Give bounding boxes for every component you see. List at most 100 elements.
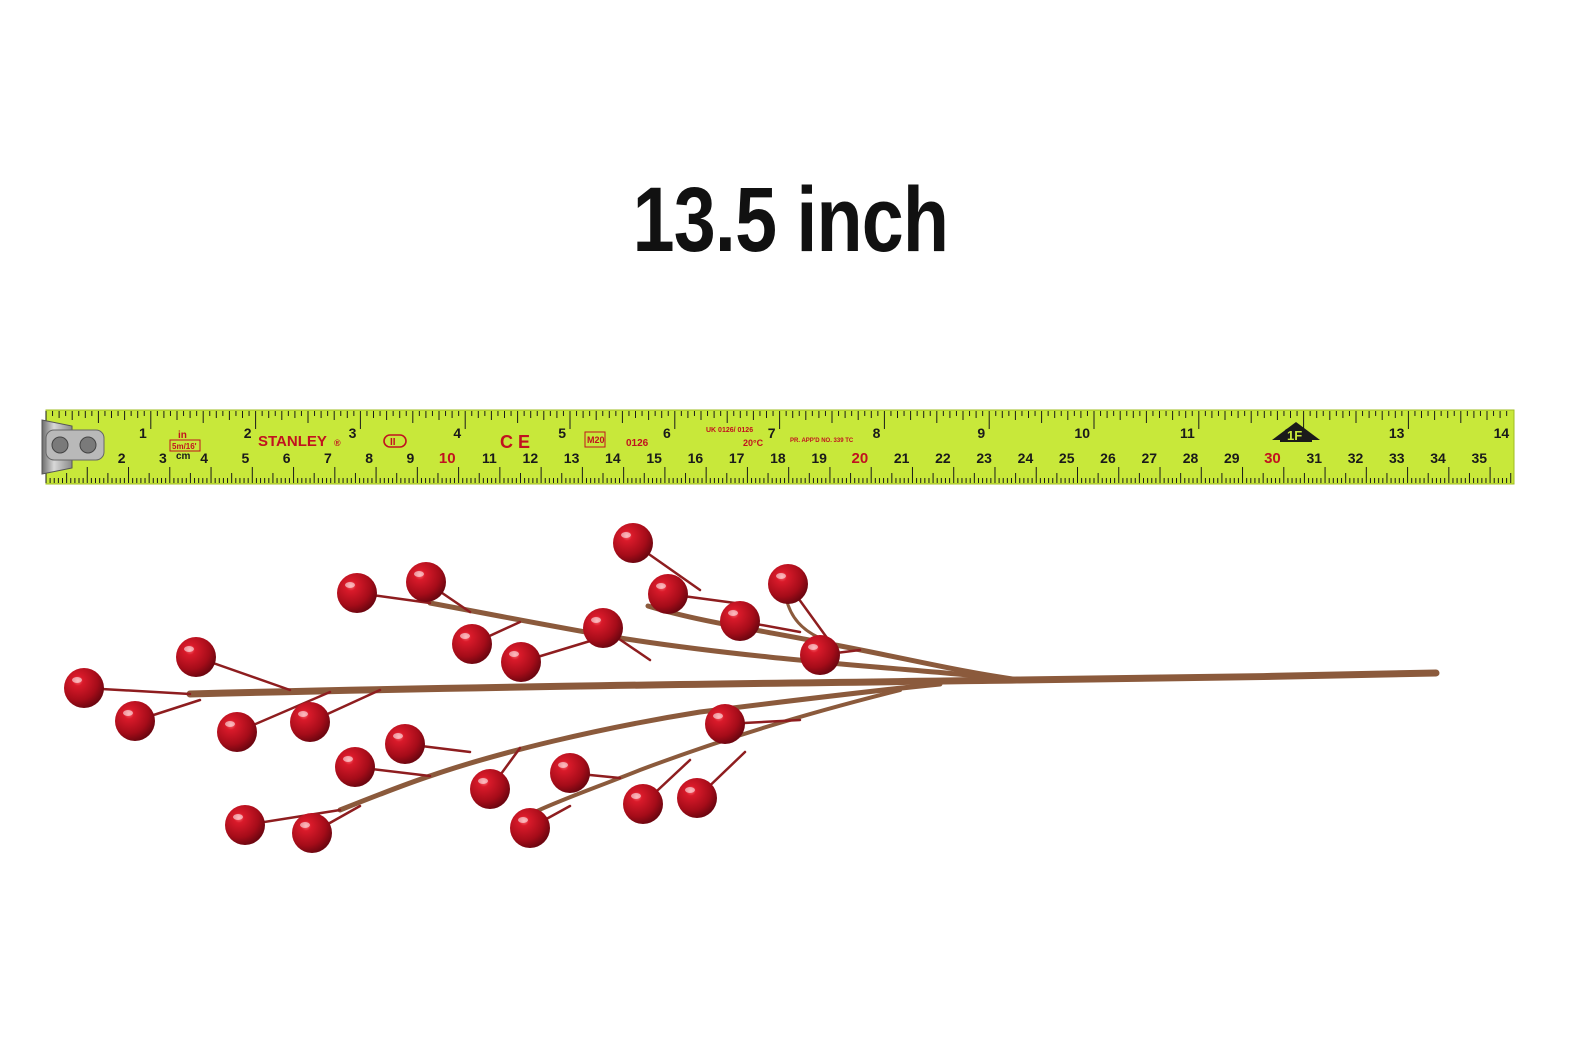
berry-highlight <box>233 814 243 820</box>
inch-label: 9 <box>977 425 985 441</box>
berry <box>623 784 663 824</box>
branch-stem <box>427 600 1003 681</box>
branch-berries <box>64 523 840 853</box>
floor-mark-icon: 1F <box>1272 422 1320 443</box>
cm-label: 22 <box>935 450 951 466</box>
berry-highlight <box>123 710 133 716</box>
cm-label: 14 <box>605 450 621 466</box>
berry <box>550 753 590 793</box>
berry-highlight <box>478 778 488 784</box>
inch-label: 5 <box>558 425 566 441</box>
cm-label: 15 <box>646 450 662 466</box>
berry <box>217 712 257 752</box>
berry <box>510 808 550 848</box>
berry-highlight <box>343 756 353 762</box>
berry <box>225 805 265 845</box>
cm-label: 7 <box>324 450 332 466</box>
cm-label: 13 <box>564 450 580 466</box>
berry-highlight <box>345 582 355 588</box>
inch-label: 8 <box>873 425 881 441</box>
berry-highlight <box>300 822 310 828</box>
ce-mark: C E <box>500 432 530 452</box>
unit-cm-label: cm <box>176 451 191 462</box>
berry-highlight <box>184 646 194 652</box>
cm-label: 35 <box>1472 450 1488 466</box>
cm-label: 23 <box>976 450 992 466</box>
berry-highlight <box>298 711 308 717</box>
tape-bottom-ticks <box>45 467 1512 483</box>
branch-stem <box>337 681 943 813</box>
berry <box>677 778 717 818</box>
berry <box>583 608 623 648</box>
inch-label: 10 <box>1074 425 1090 441</box>
berry-highlight <box>393 733 403 739</box>
berry <box>470 769 510 809</box>
accuracy-badge: M20 <box>587 435 605 445</box>
berry-highlight <box>518 817 528 823</box>
cm-label: 12 <box>523 450 539 466</box>
cm-label: 30 <box>1264 450 1281 467</box>
cm-label: 11 <box>482 450 497 466</box>
berry-branch <box>64 523 1440 853</box>
berry-highlight <box>509 651 519 657</box>
berry-highlight <box>225 721 235 727</box>
berry-highlight <box>656 583 666 589</box>
cm-label: 3 <box>159 450 167 466</box>
cm-label: 18 <box>770 450 786 466</box>
berry <box>501 642 541 682</box>
cm-label: 28 <box>1183 450 1199 466</box>
berry-highlight <box>713 713 723 719</box>
cm-label: 31 <box>1306 450 1322 466</box>
berry-highlight <box>808 644 818 650</box>
berry <box>648 574 688 614</box>
berry <box>720 601 760 641</box>
cm-label: 19 <box>811 450 827 466</box>
floor-mark-label: 1F <box>1287 428 1302 443</box>
inch-label: 3 <box>349 425 357 441</box>
branch-stem <box>186 669 1440 698</box>
berry-highlight <box>621 532 631 538</box>
cm-label: 2 <box>118 450 126 466</box>
berry-highlight <box>776 573 786 579</box>
berry <box>337 573 377 613</box>
berry <box>800 635 840 675</box>
patent-mark: PR. APP'D NO. 339 TC <box>790 438 854 444</box>
cm-label: 17 <box>729 450 745 466</box>
berry-highlight <box>72 677 82 683</box>
size-headline: 13.5 inch <box>632 169 949 271</box>
tape-top-ticks <box>45 411 1508 429</box>
inch-label: 11 <box>1180 425 1195 441</box>
berry <box>452 624 492 664</box>
berry <box>115 701 155 741</box>
berry <box>290 702 330 742</box>
cm-label: 26 <box>1100 450 1116 466</box>
brand-name: STANLEY <box>258 433 327 450</box>
cm-label: 29 <box>1224 450 1240 466</box>
cm-label: 33 <box>1389 450 1405 466</box>
berry-highlight <box>591 617 601 623</box>
inch-label: 7 <box>768 425 776 441</box>
berry-highlight <box>685 787 695 793</box>
class-mark: II <box>390 437 396 448</box>
cm-label: 9 <box>407 450 415 466</box>
cm-label: 21 <box>894 450 910 466</box>
berry-highlight <box>414 571 424 577</box>
berry <box>292 813 332 853</box>
berry <box>768 564 808 604</box>
cm-label: 34 <box>1430 450 1446 466</box>
tape-end-hook <box>41 419 105 475</box>
berry-highlight <box>558 762 568 768</box>
inch-label: 13 <box>1389 425 1405 441</box>
berry <box>335 747 375 787</box>
cm-label: 5 <box>242 450 250 466</box>
cm-label: 8 <box>365 450 373 466</box>
inch-label: 2 <box>244 425 252 441</box>
branch-stem <box>533 688 902 814</box>
berry <box>705 704 745 744</box>
uk-mark: UK 0126/ 0126 <box>706 427 753 434</box>
inch-label: 1 <box>139 425 147 441</box>
temperature-mark: 20°C <box>743 438 764 448</box>
inch-label: 4 <box>453 425 461 441</box>
tape-size-label: 5m/16' <box>172 442 197 451</box>
